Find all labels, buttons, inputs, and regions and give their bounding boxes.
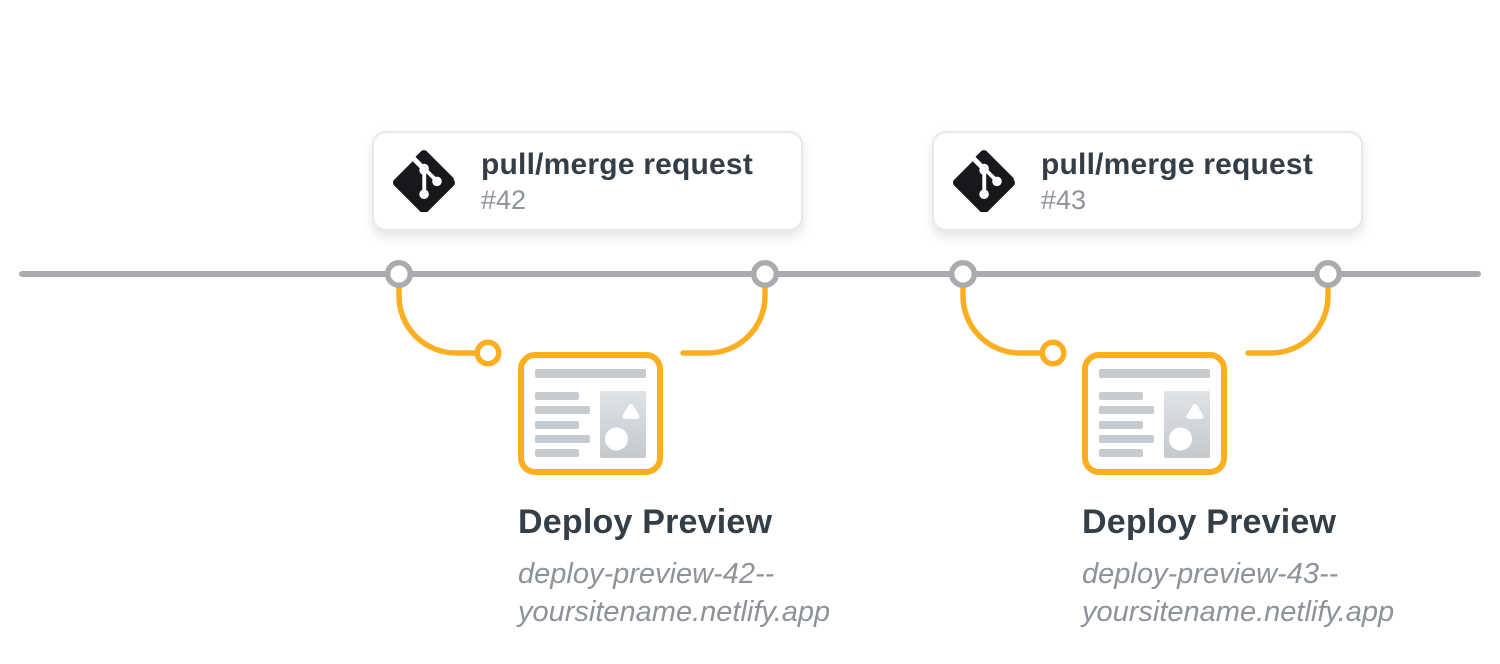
text-line <box>1099 392 1143 400</box>
deploy-preview-url: deploy-preview-43-- yoursitename.netlify… <box>1082 555 1500 631</box>
page-text-lines <box>535 391 590 458</box>
main-branch-node-2 <box>750 259 780 289</box>
deploy-preview-url-line2: yoursitename.netlify.app <box>1082 596 1395 628</box>
page-text-lines <box>1099 391 1154 458</box>
pull-request-card-43: pull/merge request #43 <box>932 131 1363 231</box>
image-mountain-shape <box>1186 404 1204 419</box>
branch-43-checkout-curve <box>960 273 1044 356</box>
pull-request-label: pull/merge request <box>481 147 754 181</box>
branch-43-commit-node <box>1039 339 1067 367</box>
main-branch-node-4 <box>1313 259 1343 289</box>
text-line <box>535 392 579 400</box>
git-icon <box>393 150 455 212</box>
deploy-preview-url-line2: yoursitename.netlify.app <box>518 596 831 628</box>
text-line <box>535 449 579 457</box>
text-line <box>1099 449 1143 457</box>
pull-request-number: #43 <box>1041 184 1087 215</box>
deploy-preview-caption-43: Deploy Preview deploy-preview-43-- yours… <box>1082 502 1500 631</box>
branch-42-commit-node <box>474 339 502 367</box>
pull-request-card-42: pull/merge request #42 <box>372 131 803 231</box>
text-line <box>1099 434 1154 443</box>
deploy-preview-url-line1: deploy-preview-42-- <box>518 558 775 590</box>
pull-request-number: #42 <box>481 184 527 215</box>
browser-page-icon <box>1082 352 1227 475</box>
branch-42-merge-curve <box>680 273 768 356</box>
text-line <box>535 420 579 429</box>
main-branch-node-3 <box>948 259 978 289</box>
page-image-placeholder <box>600 391 646 458</box>
text-line <box>1099 420 1143 429</box>
browser-page-icon <box>518 352 663 475</box>
branch-43-merge-curve <box>1245 273 1331 356</box>
image-mountain-shape <box>622 404 640 419</box>
deploy-preview-caption-42: Deploy Preview deploy-preview-42-- yours… <box>518 502 938 631</box>
deploy-preview-url: deploy-preview-42-- yoursitename.netlify… <box>518 555 938 631</box>
image-sun-shape <box>605 427 628 451</box>
main-branch-node-1 <box>384 259 414 289</box>
deploy-preview-title: Deploy Preview <box>518 503 773 541</box>
deploy-preview-title: Deploy Preview <box>1082 503 1337 541</box>
page-title-bar <box>535 369 646 378</box>
pull-request-label: pull/merge request <box>1041 147 1314 181</box>
page-image-placeholder <box>1164 391 1210 458</box>
text-line <box>1099 406 1154 415</box>
text-line <box>535 406 590 415</box>
git-icon <box>953 150 1015 212</box>
branch-42-checkout-curve <box>396 273 480 356</box>
text-line <box>535 434 590 443</box>
image-sun-shape <box>1169 427 1192 451</box>
deploy-preview-url-line1: deploy-preview-43-- <box>1082 558 1339 590</box>
page-title-bar <box>1099 369 1210 378</box>
